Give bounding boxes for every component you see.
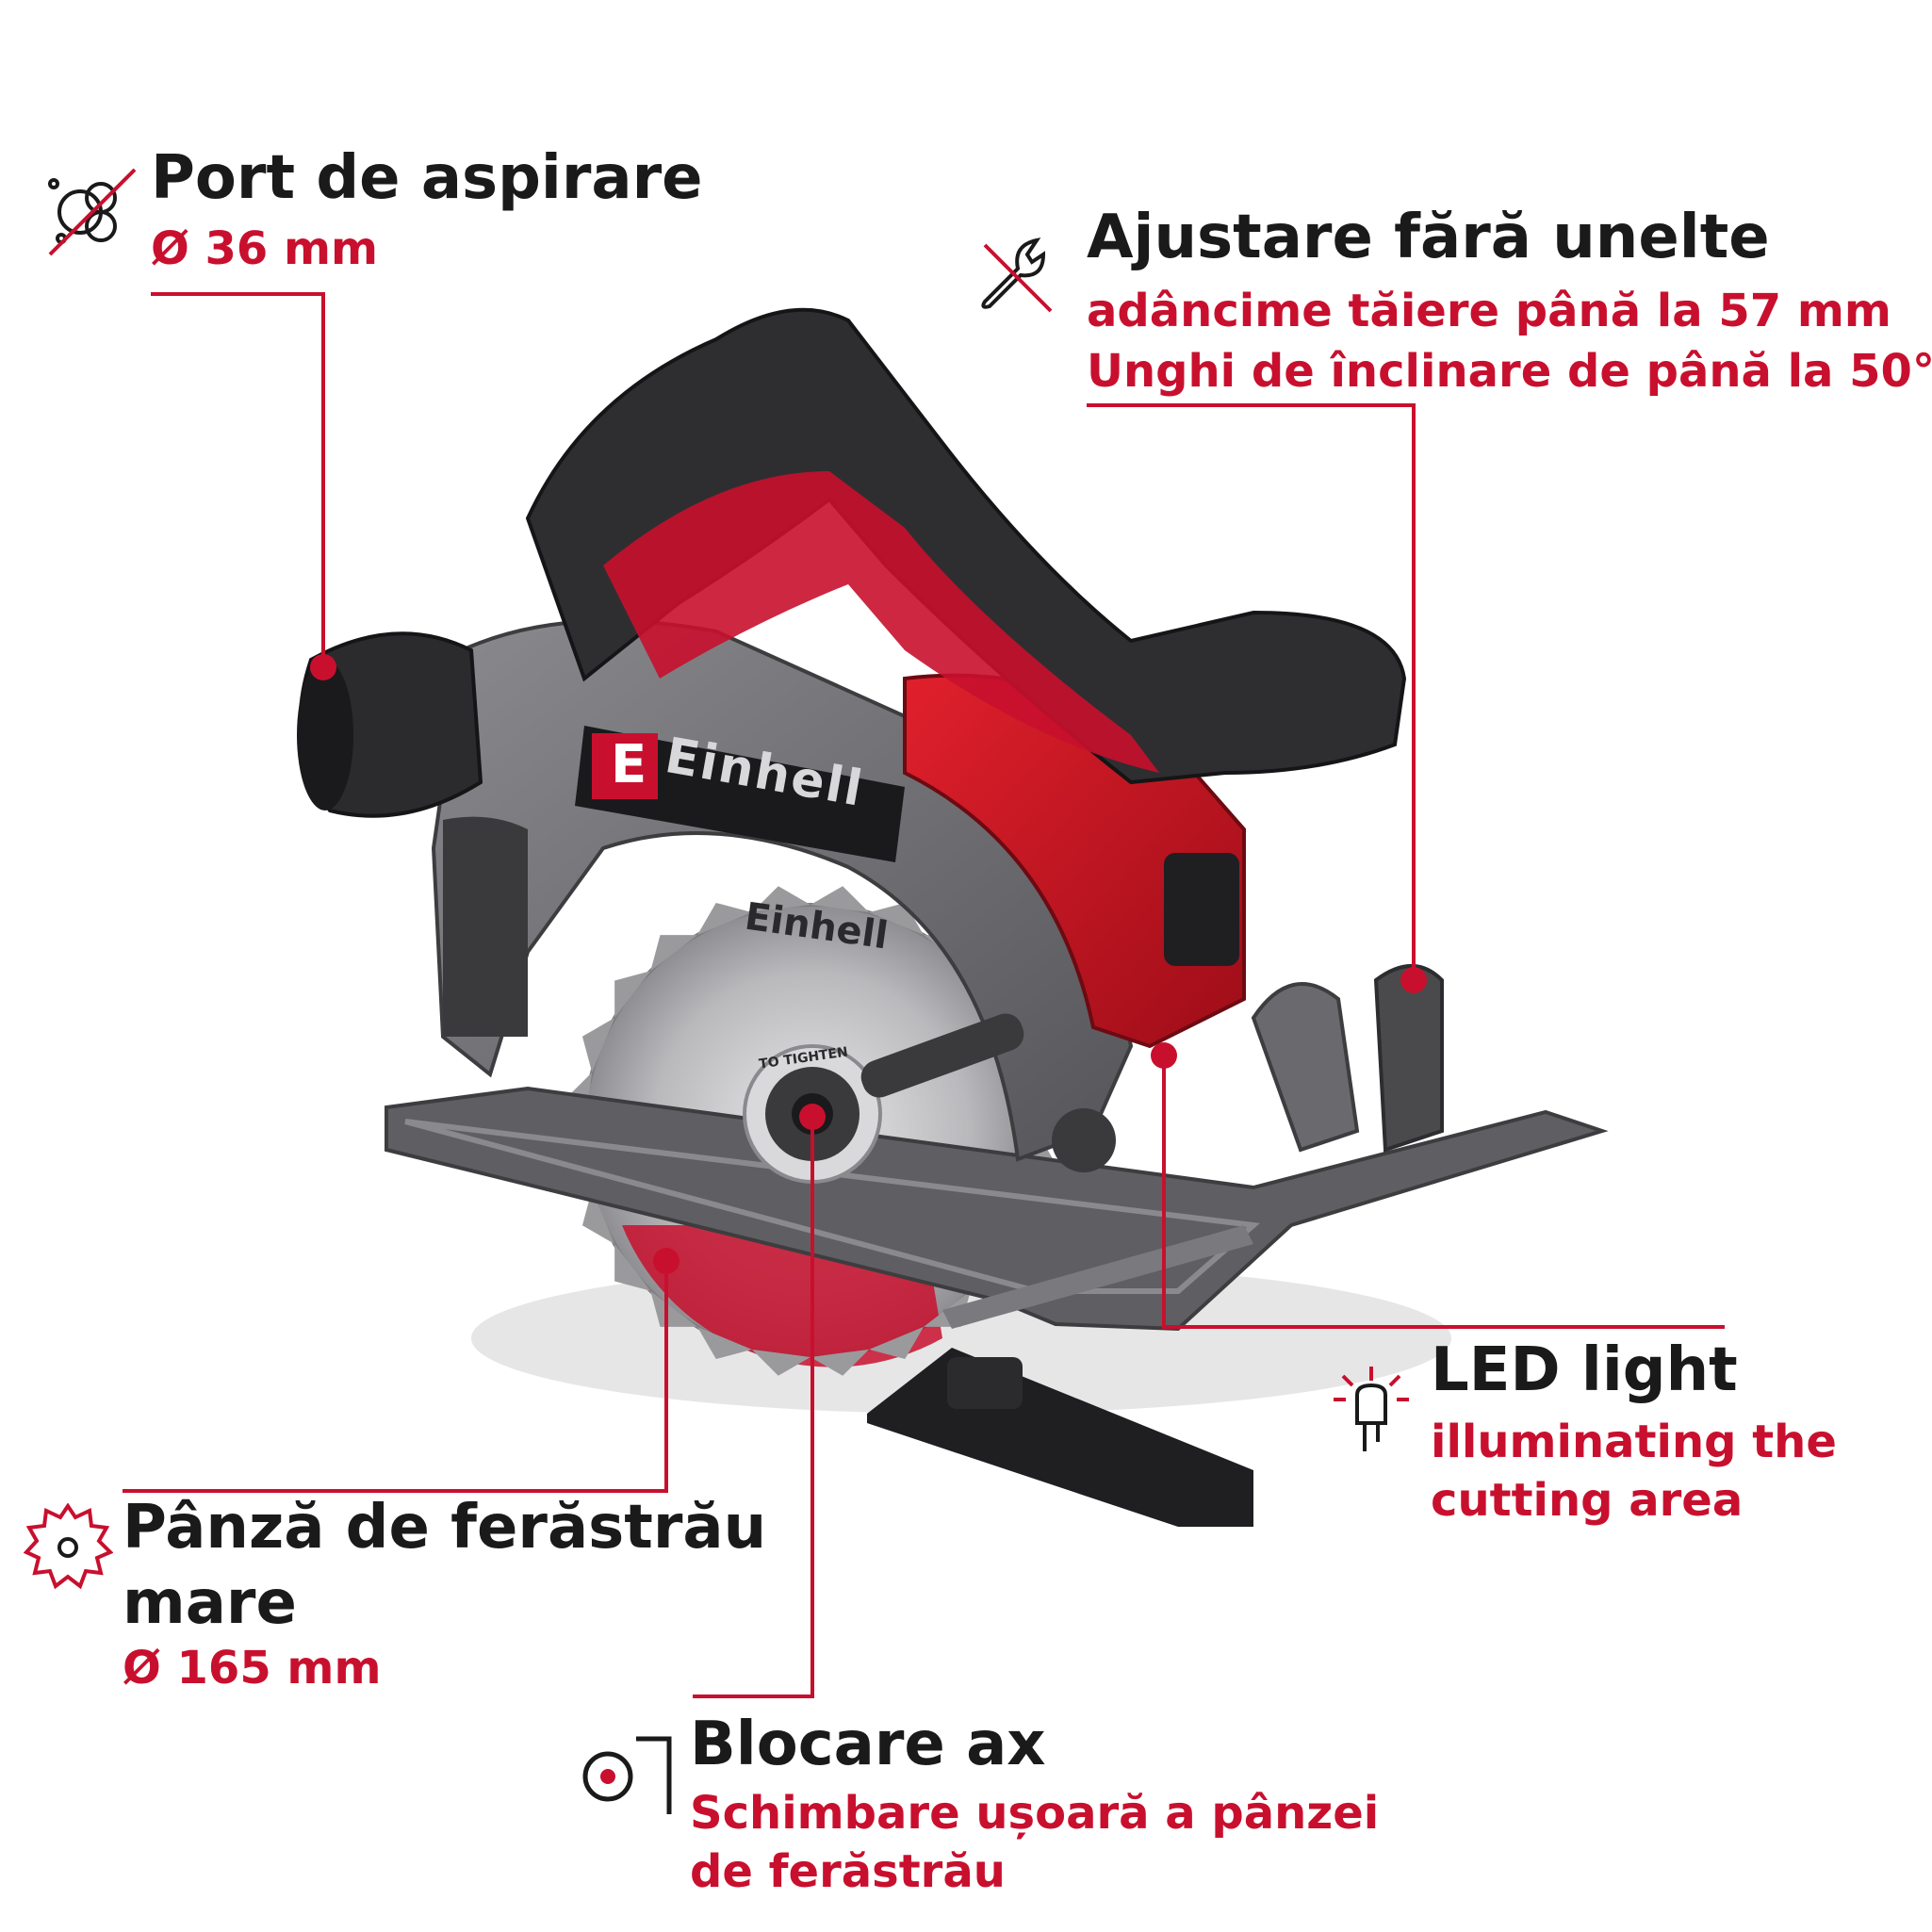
handle bbox=[525, 307, 1407, 785]
led-sub-1: illuminating the bbox=[1431, 1416, 1837, 1468]
blade-title-1: Pânză de ferăstrău bbox=[123, 1493, 767, 1563]
marker-spindle-lock bbox=[799, 1104, 826, 1130]
led-bulb-icon bbox=[1334, 1367, 1409, 1451]
tool-free-title: Ajustare fără unelte bbox=[1087, 203, 1770, 272]
dust-port-spec: Ø 36 mm bbox=[151, 222, 379, 275]
tool-free-bevel: Unghi de înclinare de până la 50° bbox=[1087, 345, 1932, 398]
spindle-lock-sub-2: de ferăstrău bbox=[690, 1845, 1006, 1898]
dust-port-title: Port de aspirare bbox=[151, 143, 703, 213]
spindle-lock-icon bbox=[582, 1736, 672, 1814]
blade-tooth bbox=[650, 935, 697, 972]
dust-port bbox=[297, 631, 483, 818]
led-sub-2: cutting area bbox=[1431, 1474, 1744, 1527]
wrench-icon bbox=[981, 237, 1053, 313]
marker-tool-free bbox=[1400, 967, 1427, 993]
parallel-guide bbox=[867, 1225, 1253, 1527]
spindle-lock-sub-1: Schimbare ușoară a pânzei bbox=[690, 1787, 1380, 1840]
blade-tooth bbox=[581, 1018, 615, 1072]
blade-tooth bbox=[751, 886, 810, 913]
saw-blade-icon bbox=[24, 1503, 113, 1590]
marker-dust-port bbox=[310, 654, 336, 680]
blade-tooth bbox=[614, 971, 651, 1018]
blade-tooth bbox=[697, 902, 752, 936]
blade-tooth bbox=[869, 1326, 924, 1360]
blade-tooth bbox=[581, 1189, 615, 1244]
blade-tooth bbox=[614, 1244, 651, 1291]
blade-tooth bbox=[650, 1290, 697, 1327]
blade-title-2: mare bbox=[123, 1568, 297, 1638]
blade-tooth bbox=[869, 902, 924, 936]
tool-free-depth: adâncime tăiere până la 57 mm bbox=[1087, 285, 1891, 337]
brand-logo: E bbox=[575, 726, 905, 862]
marker-blade bbox=[653, 1248, 679, 1274]
blade-spec: Ø 165 mm bbox=[123, 1642, 382, 1695]
blade-tooth bbox=[810, 886, 870, 913]
svg-text:E: E bbox=[611, 734, 647, 795]
adjustment-levers bbox=[860, 964, 1444, 1172]
blade-tooth bbox=[751, 1349, 810, 1376]
dust-extraction-icon bbox=[48, 168, 137, 256]
led-title: LED light bbox=[1431, 1335, 1738, 1405]
marker-led bbox=[1151, 1042, 1177, 1069]
spindle-lock-title: Blocare ax bbox=[690, 1710, 1046, 1779]
blade-tooth bbox=[697, 1326, 752, 1360]
base-plate bbox=[385, 1086, 1609, 1332]
blade-tooth bbox=[810, 1349, 870, 1376]
